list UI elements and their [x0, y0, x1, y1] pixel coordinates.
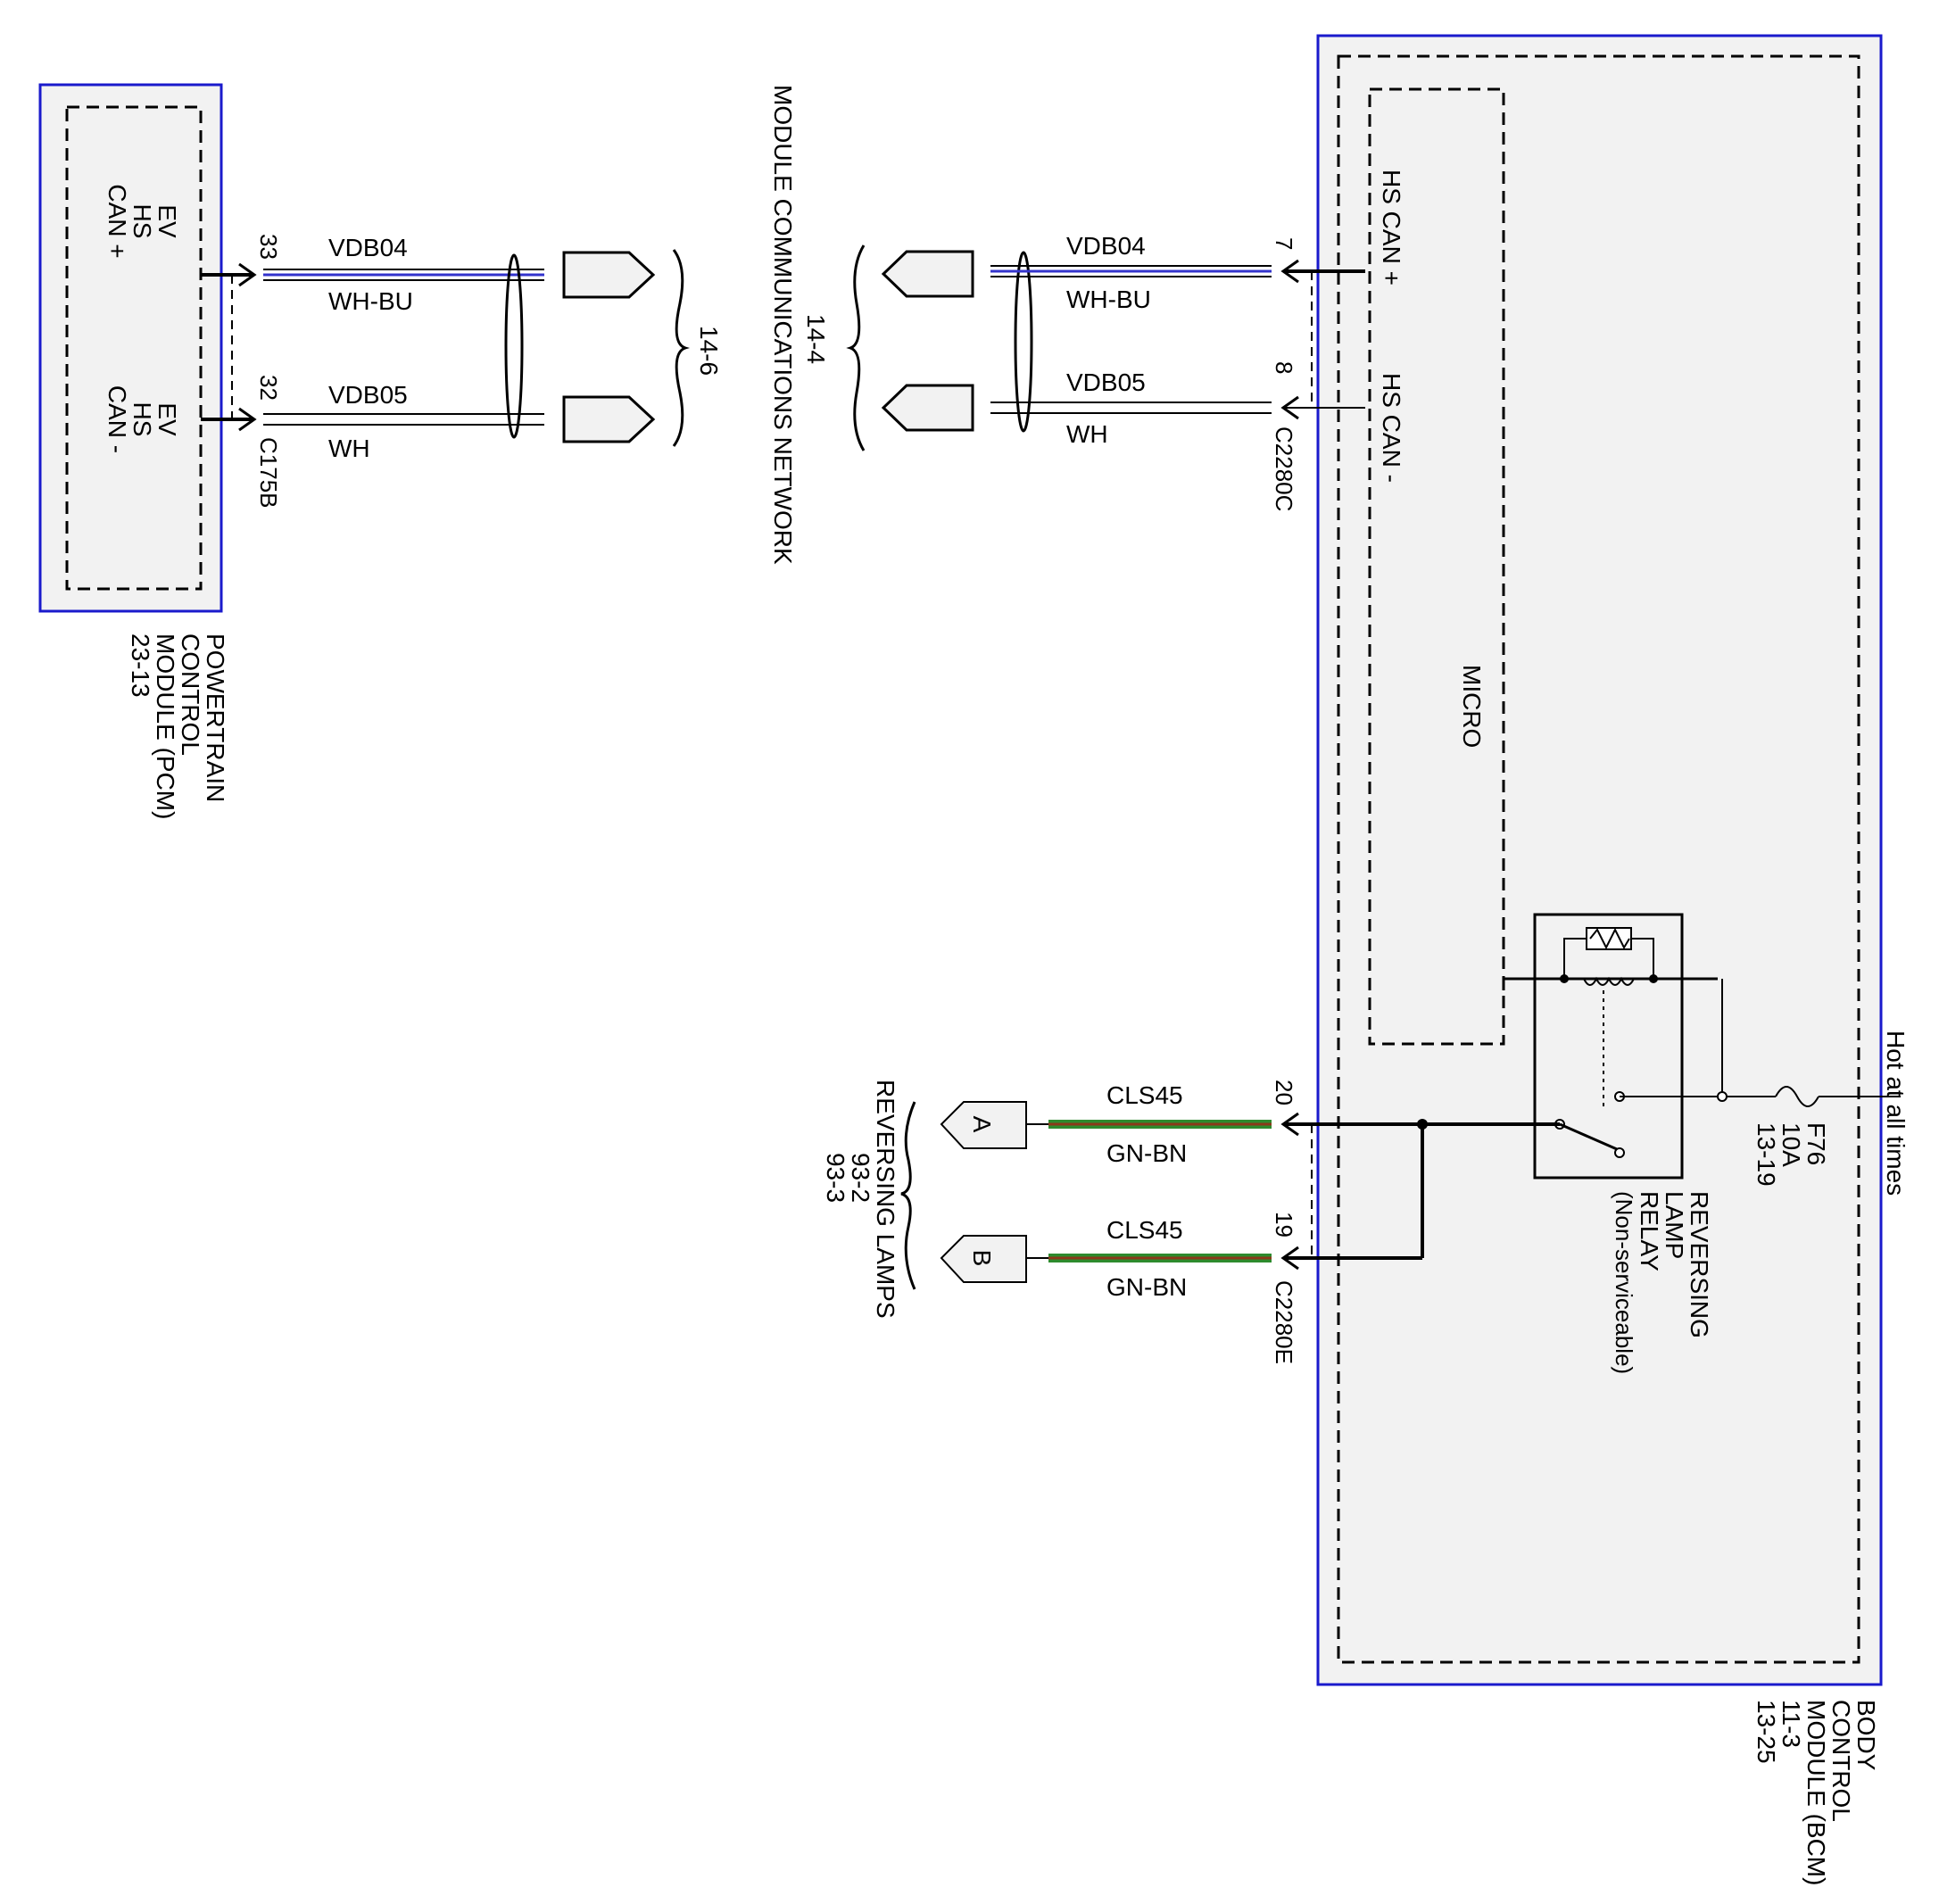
pcm-internal-box — [65, 105, 203, 591]
pcm-network-connector-plus — [562, 251, 656, 299]
relay-switch-arm — [1559, 1122, 1618, 1151]
lamp-wire-a: CLS45 GN-BN — [1026, 1081, 1272, 1167]
relay-label-line2: LAMP — [1661, 1191, 1688, 1259]
lamp-wire-b-circuit: CLS45 — [1106, 1216, 1183, 1244]
lamp-wire-b: CLS45 GN-BN — [1026, 1216, 1272, 1301]
bcm-internal-box — [1337, 54, 1860, 1664]
fuse-label-line3: 13-19 — [1753, 1122, 1780, 1187]
bcm-title-line1: BODY — [1852, 1700, 1880, 1771]
bcm-pin-8: 8 C2280C — [1271, 361, 1365, 511]
pcm-network-brace — [672, 249, 691, 447]
pcm-can-minus-line1: EV — [153, 402, 181, 436]
bcm-micro-box — [1368, 87, 1505, 1046]
pcm-pin-33: 33 — [201, 234, 282, 287]
fuse-symbol — [1775, 1086, 1819, 1107]
bcm-wire-vdb05: VDB05 WH — [990, 368, 1272, 448]
relay-label-line4: (Non-serviceable) — [1611, 1191, 1637, 1374]
fuse-label-line1: F76 — [1802, 1122, 1830, 1165]
pcm-wire-vdb05: VDB05 WH — [263, 381, 544, 462]
pcm-twisted-pair — [504, 253, 524, 439]
bcm-network-connector-minus — [881, 384, 974, 432]
pcm-can-minus-line2: HS — [128, 402, 156, 437]
bcm-network-brace — [846, 244, 866, 451]
lamp-brace — [900, 1101, 916, 1290]
bcm-pin-20: 20 — [1271, 1080, 1299, 1137]
lamp-wire-a-color: GN-BN — [1106, 1139, 1187, 1167]
pcm-network-connector-minus — [562, 395, 656, 443]
bcm-connector-c2280e: C2280E — [1271, 1280, 1297, 1364]
bcm-pin-20-number: 20 — [1271, 1080, 1297, 1105]
relay-box — [1533, 913, 1684, 1180]
bcm-title-line4: 11-3 — [1777, 1700, 1805, 1748]
bcm-pin-8-number: 8 — [1271, 361, 1297, 374]
pcm-wire-vdb04-color: WH-BU — [328, 287, 413, 315]
network-title: MODULE COMMUNICATIONS NETWORK — [769, 85, 797, 565]
lamp-wire-b-color: GN-BN — [1106, 1273, 1187, 1301]
lamp-connector-a: A — [940, 1101, 1027, 1149]
bcm-title-line3: MODULE (BCM) — [1802, 1700, 1830, 1885]
pcm-wire-vdb05-color: WH — [328, 435, 370, 462]
lamp-connector-b-label: B — [968, 1250, 996, 1267]
bcm-wire-vdb05-circuit: VDB05 — [1066, 368, 1146, 396]
pcm-wire-vdb04-circuit: VDB04 — [328, 234, 408, 261]
fuse-label-line2: 10A — [1777, 1122, 1805, 1167]
bcm-wire-vdb05-color: WH — [1066, 420, 1108, 448]
lamp-wire-a-circuit: CLS45 — [1106, 1081, 1183, 1109]
pcm-can-plus-line1: EV — [153, 204, 181, 238]
bcm-can-plus-label: HS CAN + — [1378, 170, 1405, 286]
lamp-connector-a-label: A — [968, 1116, 996, 1133]
bcm-pin-7-number: 7 — [1271, 237, 1297, 250]
pcm-can-plus-line2: HS — [128, 204, 156, 239]
bcm-title-line5: 13-25 — [1753, 1700, 1780, 1764]
bcm-title-line2: CONTROL — [1827, 1700, 1855, 1822]
bcm-wire-vdb04: VDB04 WH-BU — [990, 232, 1272, 313]
lamp-connector-b: B — [940, 1235, 1027, 1283]
bcm-pin-19: 19 C2280E — [1271, 1212, 1299, 1364]
pcm-pin-32: 32 C175B — [201, 375, 282, 509]
relay-label-line3: RELAY — [1636, 1191, 1663, 1271]
hot-at-all-times-label: Hot at all times — [1882, 1031, 1910, 1196]
pcm-wire-vdb04: VDB04 WH-BU — [263, 234, 544, 315]
network-ref-left: 14-6 — [695, 326, 723, 376]
pcm-module: EV HS CAN + EV HS CAN - POWERTRAIN CONTR… — [38, 83, 229, 819]
pcm-title-line1: POWERTRAIN — [202, 633, 229, 802]
pcm-wire-vdb05-circuit: VDB05 — [328, 381, 408, 409]
bcm-pin-19-number: 19 — [1271, 1212, 1297, 1238]
bcm-network-connector-plus — [881, 250, 974, 298]
bcm-module: MICRO HS CAN + HS CAN - BODY CONTROL MOD… — [1316, 34, 1883, 1885]
pcm-pin-33-number: 33 — [255, 234, 282, 260]
pcm-title-line3: MODULE (PCM) — [152, 633, 179, 819]
fuse-f76: F76 10A 13-19 Hot at all times — [1717, 979, 1910, 1196]
bcm-connector-c2280c: C2280C — [1271, 426, 1297, 511]
bcm-wire-vdb04-circuit: VDB04 — [1066, 232, 1146, 260]
relay-output-circuit — [1283, 1119, 1560, 1260]
reversing-lamp-relay: REVERSING LAMP RELAY (Non-serviceable) — [1502, 913, 1722, 1374]
pcm-pin-32-number: 32 — [255, 375, 282, 401]
reversing-lamps-title: REVERSING LAMPS — [872, 1080, 899, 1319]
pcm-title-line4: 23-13 — [127, 633, 154, 698]
bcm-pin-7: 7 — [1271, 237, 1365, 284]
relay-label-line1: REVERSING — [1686, 1191, 1713, 1338]
relay-coil — [1583, 976, 1635, 986]
reversing-lamps-ref1: 93-2 — [847, 1153, 874, 1203]
bcm-outline — [1316, 34, 1883, 1686]
pcm-connector-label: C175B — [255, 437, 282, 509]
pcm-can-minus-line3: CAN - — [104, 385, 131, 453]
bcm-twisted-pair — [1014, 251, 1033, 433]
pcm-can-plus-line3: CAN + — [104, 184, 131, 258]
network-ref-right: 14-4 — [802, 314, 830, 364]
bcm-wire-vdb04-color: WH-BU — [1066, 286, 1151, 313]
bcm-micro-label: MICRO — [1458, 665, 1486, 748]
reversing-lamps-ref2: 93-3 — [822, 1153, 849, 1203]
pcm-title-line2: CONTROL — [177, 633, 204, 756]
bcm-can-minus-label: HS CAN - — [1378, 373, 1405, 483]
pcm-outline — [38, 83, 223, 613]
